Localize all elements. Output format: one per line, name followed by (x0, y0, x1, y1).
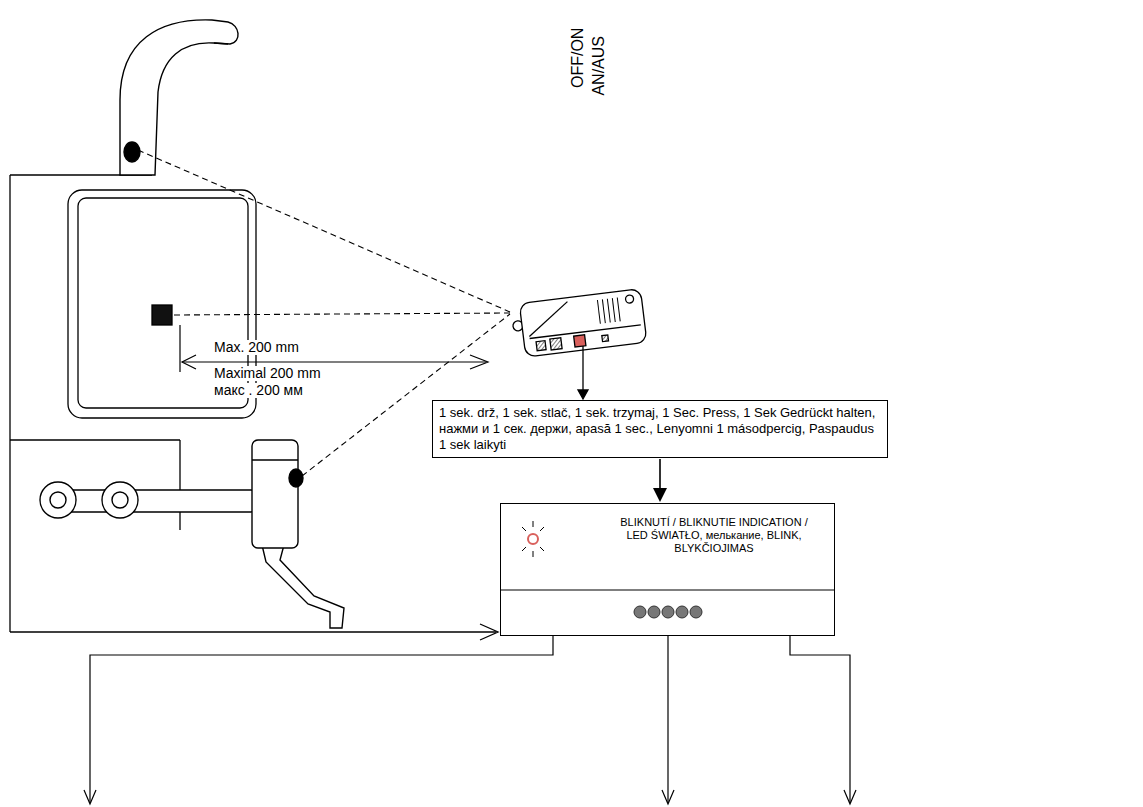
indicator-text: BLIKNUTÍ / BLIKNUTIE INDICATION / LED ŚW… (619, 516, 809, 555)
dimension-label: Maximal 200 mm (212, 366, 323, 381)
led-ray (540, 527, 544, 531)
sensor-faucet (120, 20, 238, 175)
switch-label: AN/AUS (590, 34, 608, 98)
indicator-dot (676, 606, 688, 618)
indicator-dot (648, 606, 660, 618)
led-ray (522, 547, 526, 551)
remote-control (510, 289, 647, 359)
instruction-text: 1 sek. drž, 1 sek. stlač, 1 sek. trzymaj… (439, 405, 881, 453)
dimension-line (180, 325, 488, 372)
flow-arrow (653, 459, 667, 502)
led-indicator-box: BLIKNUTÍ / BLIKNUTIE INDICATION / LED ŚW… (500, 503, 835, 636)
led-ray (522, 527, 526, 531)
press-arrow (578, 346, 588, 399)
flow-line (659, 459, 661, 488)
indicator-dot (662, 606, 674, 618)
led-symbol (528, 534, 538, 544)
led-ray (533, 551, 534, 557)
indicator-dot (690, 606, 702, 618)
dimension-label: макс . 200 мм (212, 383, 305, 398)
led-ray (540, 547, 544, 551)
dimension-label: Max. 200 mm (212, 340, 301, 355)
wall-lines (10, 175, 498, 640)
output-arrows (84, 636, 856, 804)
switch-label: OFF/ON (569, 26, 587, 90)
led-ray (533, 521, 534, 527)
arrow-head (653, 488, 667, 502)
wall-mixer-faucet (40, 440, 344, 628)
indicator-dot (634, 606, 646, 618)
instruction-box: 1 sek. drž, 1 sek. stlač, 1 sek. trzymaj… (432, 400, 888, 458)
divider-line (500, 589, 835, 590)
